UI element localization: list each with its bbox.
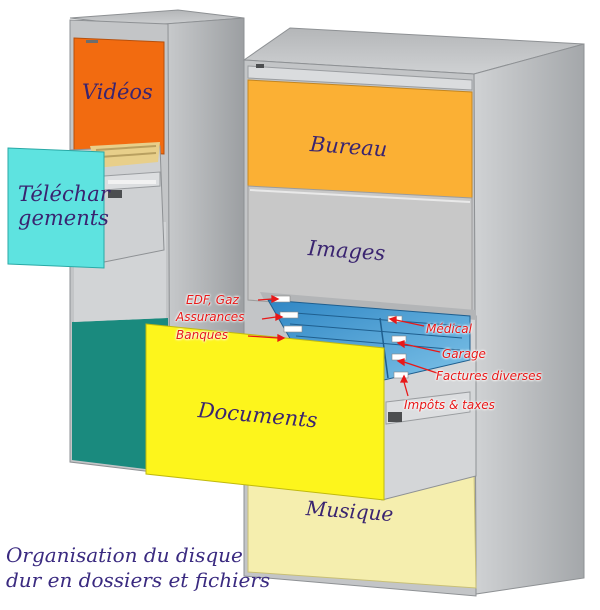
telechargements-label-line2: gements [18,206,109,230]
tab-label-medical: Médical [426,322,472,336]
tab-label-banques: Banques [176,328,229,342]
telechargements-label-line1: Téléchar [18,182,110,206]
telechargements-drawer[interactable] [7,142,165,269]
tab-label-factures: Factures diverses [436,369,542,383]
tab-label-impots: Impôts & taxes [404,398,495,412]
caption-line1: Organisation du disque [6,543,243,567]
tab-label-assurances: Assurances [176,310,245,324]
videos-drawer[interactable] [73,37,165,155]
documents-drawer[interactable] [145,292,477,501]
tab-label-garage: Garage [442,347,486,361]
videos-label: Vidéos [82,80,153,104]
tab-label-edf-gaz: EDF, Gaz [186,293,239,307]
caption-line2: dur en dossiers et fichiers [6,568,271,592]
tab-arrows [247,294,441,397]
